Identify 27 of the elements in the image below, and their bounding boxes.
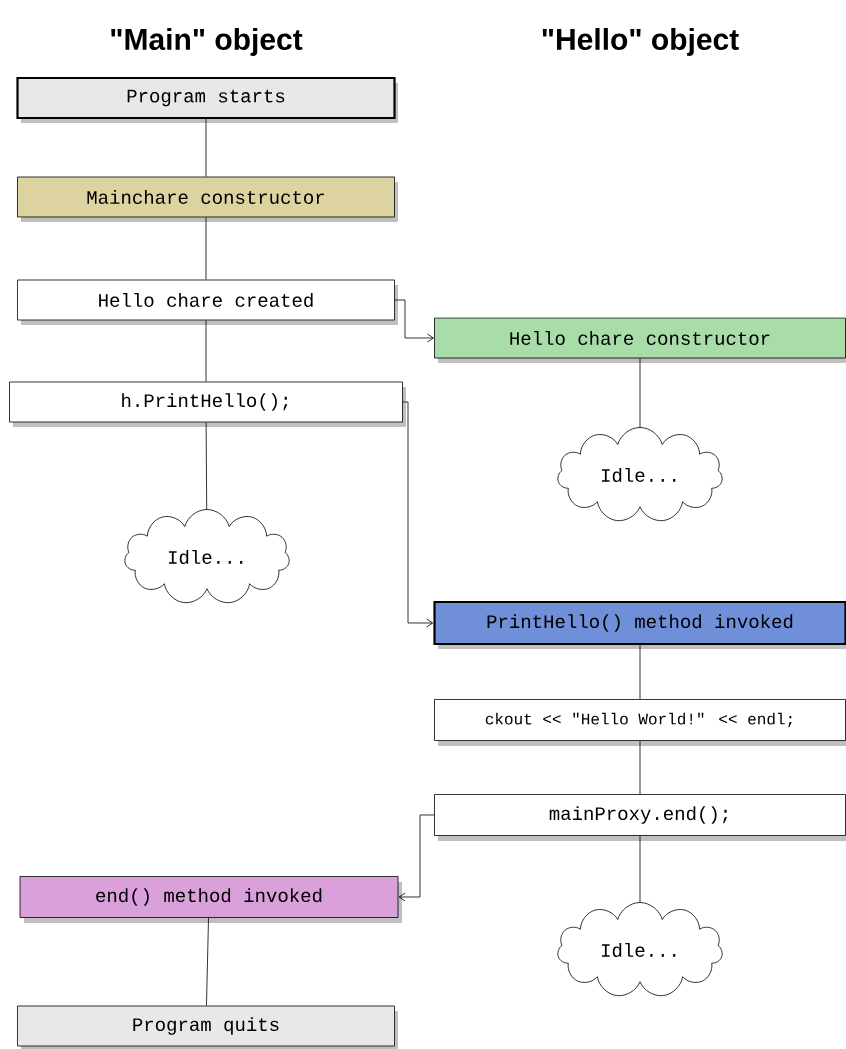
connector xyxy=(205,422,208,510)
connector xyxy=(394,299,434,343)
connector xyxy=(639,740,641,795)
process-box: end() method invoked xyxy=(19,876,399,918)
process-box: ckout << "Hello World!" << endl; xyxy=(434,699,846,741)
connector xyxy=(402,401,434,628)
process-box: Program quits xyxy=(17,1005,395,1047)
process-box: Hello chare created xyxy=(17,279,395,321)
process-box: Mainchare constructor xyxy=(17,176,395,218)
column-heading: "Hello" object xyxy=(542,28,739,56)
process-box: Hello chare constructor xyxy=(434,317,846,359)
connector xyxy=(205,320,207,382)
idle-cloud: Idle... xyxy=(124,509,290,604)
process-box: mainProxy.end(); xyxy=(434,794,846,836)
connector xyxy=(639,835,641,903)
idle-cloud: Idle... xyxy=(557,902,723,997)
connector xyxy=(639,644,641,700)
process-box: Program starts xyxy=(16,76,396,120)
connector xyxy=(205,217,207,280)
connector xyxy=(398,814,435,902)
node-label: ckout << "Hello World!" << endl; xyxy=(485,712,792,728)
idle-cloud: Idle... xyxy=(557,427,723,522)
connector xyxy=(205,118,207,177)
process-box: h.PrintHello(); xyxy=(9,381,403,423)
connector xyxy=(639,358,641,428)
connector xyxy=(206,917,209,1006)
process-box: PrintHello() method invoked xyxy=(433,600,846,646)
